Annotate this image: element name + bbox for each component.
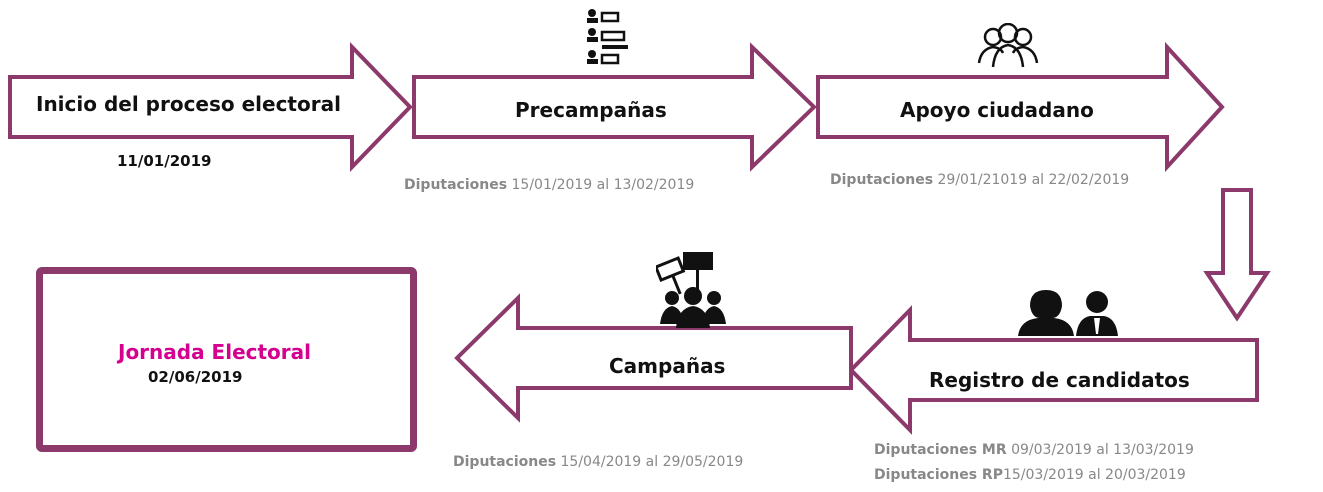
- arrow-campanas: [454, 293, 853, 423]
- label-jornada: Jornada Electoral: [118, 340, 312, 364]
- range-precampanas-prefix: Diputaciones: [404, 177, 508, 193]
- range-campanas-dates: 15/04/2019 al 29/05/2019: [560, 454, 744, 470]
- range-precampanas-dates: 15/01/2019 al 13/02/2019: [511, 177, 695, 193]
- label-precampanas: Precampañas: [515, 98, 667, 122]
- arrow-registro: [848, 305, 1259, 435]
- date-jornada: 02/06/2019: [148, 368, 243, 386]
- range-registro-rp-prefix: Diputaciones RP: [874, 467, 1003, 483]
- candidates-icon: [1018, 290, 1118, 336]
- group-icon: [977, 23, 1039, 68]
- range-precampanas: Diputaciones 15/01/2019 al 13/02/2019: [404, 177, 694, 193]
- label-apoyo: Apoyo ciudadano: [900, 98, 1094, 122]
- arrow-precampanas: [412, 42, 817, 172]
- candidate-list-icon: [587, 9, 628, 65]
- label-registro: Registro de candidatos: [929, 368, 1190, 392]
- range-registro-mr-prefix: Diputaciones MR: [874, 442, 1007, 458]
- arrow-apoyo: [816, 41, 1225, 173]
- range-registro-rp: Diputaciones RP15/03/2019 al 20/03/2019: [874, 467, 1186, 483]
- arrow-down: [1203, 188, 1271, 322]
- jornada-box: [36, 267, 417, 452]
- range-campanas: Diputaciones 15/04/2019 al 29/05/2019: [453, 454, 743, 470]
- protest-icon: [656, 252, 726, 328]
- arrow-inicio: [8, 42, 413, 172]
- label-inicio: Inicio del proceso electoral: [36, 92, 341, 116]
- range-registro-mr-dates: 09/03/2019 al 13/03/2019: [1011, 442, 1194, 458]
- range-registro-mr: Diputaciones MR 09/03/2019 al 13/03/2019: [874, 442, 1194, 458]
- range-apoyo: Diputaciones 29/01/21019 al 22/02/2019: [830, 172, 1129, 188]
- range-campanas-prefix: Diputaciones: [453, 454, 557, 470]
- range-apoyo-dates: 29/01/21019 al 22/02/2019: [937, 172, 1130, 188]
- range-registro-rp-dates: 15/03/2019 al 20/03/2019: [1002, 467, 1186, 483]
- label-campanas: Campañas: [609, 354, 726, 378]
- range-apoyo-prefix: Diputaciones: [830, 172, 934, 188]
- date-inicio: 11/01/2019: [117, 152, 212, 170]
